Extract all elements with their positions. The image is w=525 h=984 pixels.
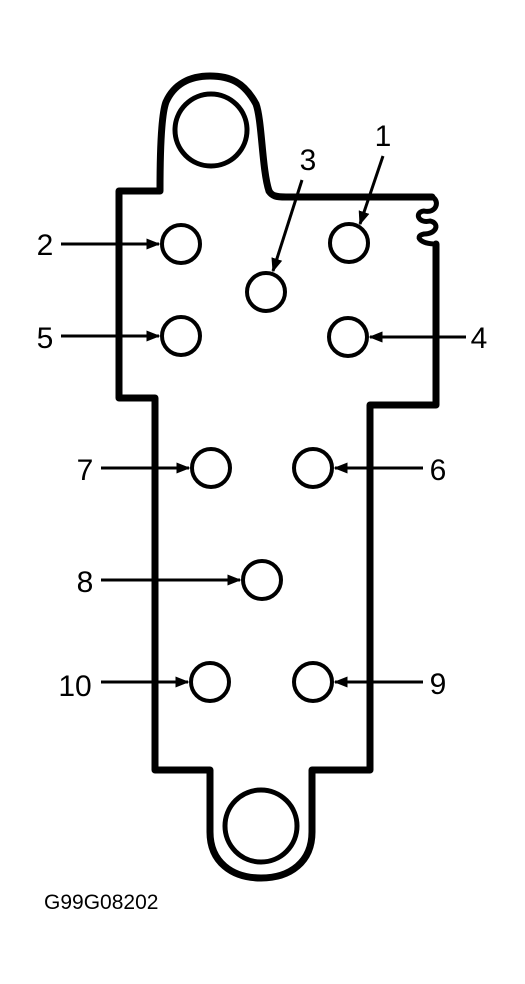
callout-label-9: 9 [430,668,447,701]
bolt-hole-2 [160,223,202,265]
callout-label-6: 6 [430,454,447,487]
top-locating-hole [172,91,250,169]
plate-body [115,72,440,882]
figure-code: G99G08202 [44,891,158,914]
bolt-holes [160,222,370,703]
callout-label-3: 3 [300,144,317,177]
arrow-1 [358,155,385,226]
arrow-3 [271,179,304,273]
bolt-hole-10 [189,661,231,703]
bottom-locating-hole [222,787,300,865]
callout-label-1: 1 [375,120,392,153]
callout-arrows [61,155,466,688]
callout-label-4: 4 [471,322,488,355]
callout-label-5: 5 [37,322,54,355]
bolt-hole-8 [241,559,283,601]
bolt-hole-1 [328,222,370,264]
callout-label-8: 8 [77,566,94,599]
spring-clip [415,194,439,247]
bolt-hole-6 [292,447,334,489]
callout-label-10: 10 [58,670,91,703]
callout-labels: 1 2 3 4 5 6 7 8 9 10 [37,120,488,703]
bolt-hole-5 [160,315,202,357]
top-edge-right [265,187,436,201]
bolt-hole-4 [327,316,369,358]
bolt-hole-3 [245,271,287,313]
locating-holes [172,91,300,865]
bolt-hole-7 [190,447,232,489]
bolt-hole-9 [292,661,334,703]
callout-label-7: 7 [77,454,94,487]
callout-label-2: 2 [37,229,54,262]
gasket-outline [115,72,440,882]
